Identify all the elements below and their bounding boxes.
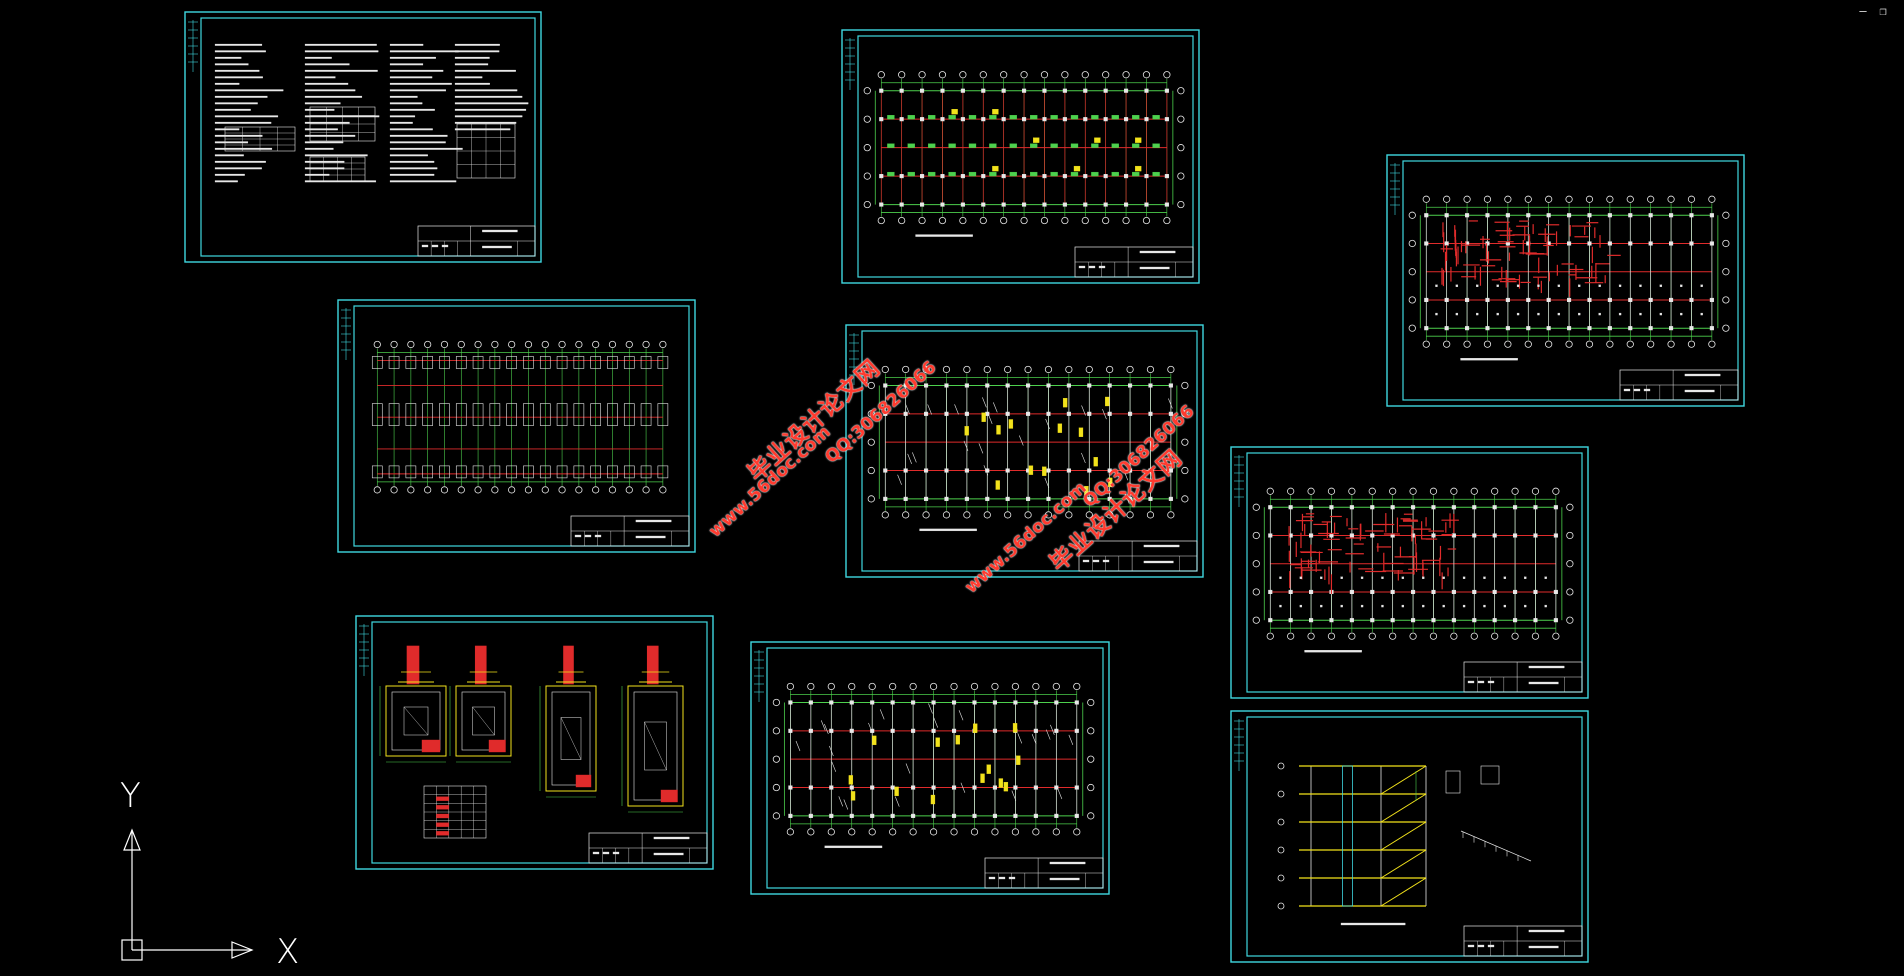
drawing-sheet-3[interactable] <box>1386 154 1745 407</box>
drawing-sheet-4[interactable] <box>337 299 696 553</box>
drawing-sheet-7[interactable] <box>355 615 714 870</box>
drawing-sheet-5[interactable] <box>845 324 1204 578</box>
ucs-x-label: X <box>276 932 300 972</box>
drawing-sheet-6[interactable] <box>1230 446 1589 699</box>
drawing-sheet-8[interactable] <box>750 641 1110 895</box>
drawing-sheet-9[interactable] <box>1230 710 1589 963</box>
ucs-icon <box>121 828 254 961</box>
drawing-sheet-2[interactable] <box>841 29 1200 284</box>
ucs-y-label: Y <box>120 776 141 816</box>
drawing-sheet-1[interactable] <box>184 11 542 263</box>
minimize-icon[interactable]: – <box>1859 4 1867 18</box>
restore-icon[interactable]: ❐ <box>1879 4 1887 18</box>
